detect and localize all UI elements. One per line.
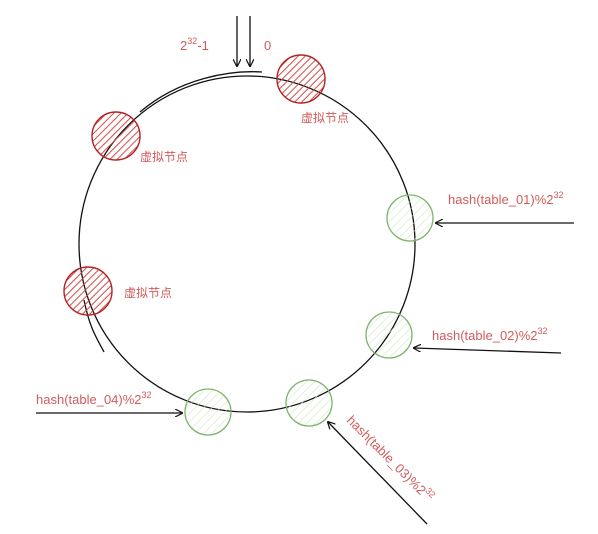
zero-hash-value-label: 0 — [264, 38, 271, 53]
hash-label-table-01: hash(table_01)%232 — [448, 190, 564, 207]
arrow-table-02 — [414, 348, 562, 354]
hash-label-table-02: hash(table_02)%232 — [432, 326, 548, 343]
ring-start-arrows — [237, 16, 250, 66]
max-hash-value-label: 232-1 — [180, 36, 209, 53]
virtual-node-upper-left — [91, 111, 141, 161]
physical-node-table-03 — [285, 379, 333, 427]
hash-label-table-03: hash(table_03)%232 — [344, 411, 438, 505]
virtual-node-label-left: 虚拟节点 — [124, 286, 172, 300]
virtual-node-label-top: 虚拟节点 — [301, 111, 349, 125]
hash-label-table-04: hash(table_04)%232 — [36, 390, 152, 407]
physical-node-table-02 — [365, 311, 413, 359]
arrow-table-03 — [328, 422, 428, 525]
physical-node-table-04 — [184, 388, 232, 436]
virtual-node-left — [63, 266, 113, 316]
virtual-node-label-upper-left: 虚拟节点 — [140, 150, 188, 164]
virtual-node-top — [276, 54, 326, 104]
physical-node-table-01 — [386, 194, 434, 242]
